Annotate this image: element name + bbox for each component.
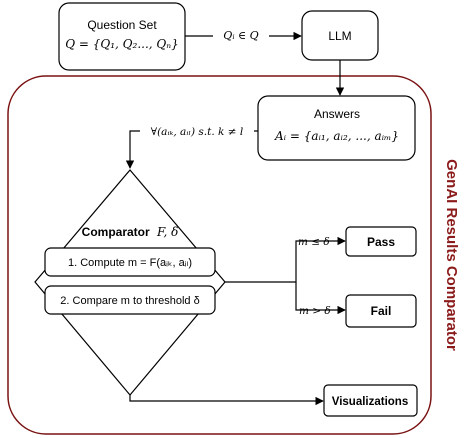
fail-node[interactable] (345, 294, 417, 328)
edge-qi-label: Qᵢ ∈ Q (223, 29, 258, 42)
comparator-group-frame (7, 75, 432, 435)
answers-title: Answers (314, 107, 360, 121)
question-set-formula: Q = {Q₁, Q₂..., Qₙ} (65, 37, 179, 51)
fail-label: Fail (371, 304, 392, 318)
llm-label: LLM (328, 29, 351, 43)
comparator-title: Comparator F, δ (82, 225, 179, 239)
compare-step-label: 2. Compare m to threshold δ (60, 295, 199, 307)
answers-formula: Aᵢ = {aᵢ₁, aᵢ₂, ..., aᵢₘ} (274, 129, 399, 143)
compute-step-node[interactable] (44, 247, 216, 277)
answers-node[interactable] (257, 95, 416, 161)
cond-fail-label: m > δ (299, 305, 331, 317)
pass-label: Pass (367, 235, 395, 249)
comparator-diamond[interactable] (34, 169, 226, 396)
edge-comparator-to-fail (295, 282, 346, 315)
visualizations-node[interactable] (323, 384, 418, 417)
comparator-group-label: GenAI Results Comparator (443, 159, 460, 351)
edge-comparator-to-visualizations (129, 395, 324, 406)
edge-comparator-branch (225, 236, 346, 283)
edge-forall-label: ∀(aᵢₖ, aᵢₗ) s.t. k ≠ l (151, 126, 243, 138)
cond-pass-label: m ≤ δ (298, 236, 330, 248)
question-set-title: Question Set (87, 18, 157, 32)
visualizations-label: Visualizations (332, 396, 408, 408)
pass-node[interactable] (345, 226, 417, 257)
compare-step-node[interactable] (44, 285, 216, 315)
compute-step-label: 1. Compute m = F(aᵢₖ, aᵢₗ) (68, 257, 192, 269)
